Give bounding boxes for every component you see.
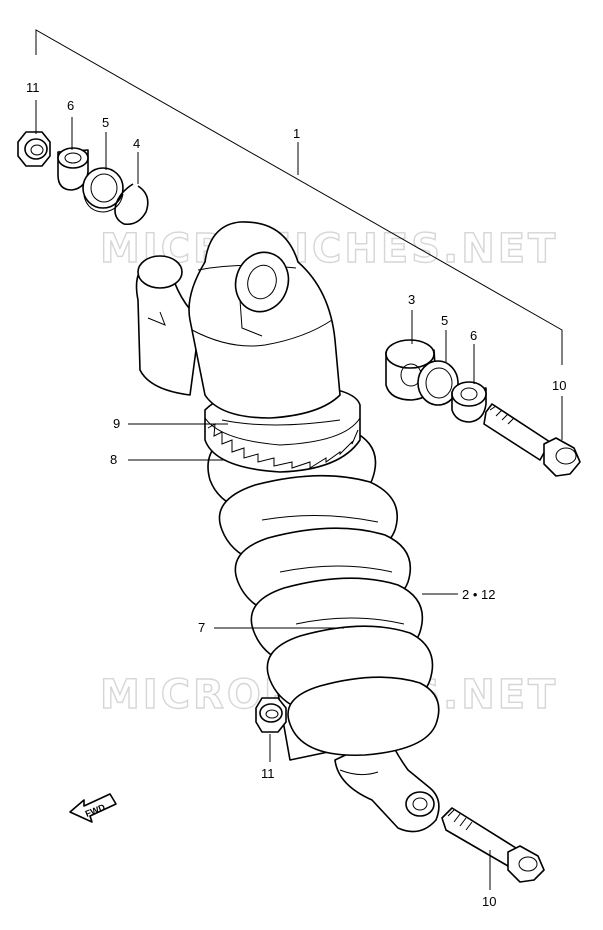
part-10-bolt-bottom <box>441 807 545 883</box>
callout-11-bottom: 11 <box>261 766 275 781</box>
callout-6-top: 6 <box>67 98 74 113</box>
part-11-nut-bottom <box>255 697 287 733</box>
callout-10-bottom: 10 <box>482 894 496 909</box>
assembly-bracket <box>35 29 563 365</box>
callout-2-12: 2 • 12 <box>462 587 495 602</box>
top-mount <box>188 221 341 419</box>
part-4-circlip <box>114 183 149 226</box>
callout-labels: 1 11 6 5 4 3 5 6 10 9 8 2 • 12 7 11 10 <box>26 80 566 909</box>
callout-6-right: 6 <box>470 328 477 343</box>
shock-absorber <box>135 221 440 833</box>
callout-9: 9 <box>113 416 120 431</box>
callout-1: 1 <box>293 126 300 141</box>
callout-5-top: 5 <box>102 115 109 130</box>
part-6-bushing-top <box>57 147 89 191</box>
callout-5-right: 5 <box>441 313 448 328</box>
callout-3: 3 <box>408 292 415 307</box>
callout-11-top: 11 <box>26 80 40 95</box>
part-6-bushing-right <box>451 381 487 423</box>
part-10-bolt-right <box>483 403 581 477</box>
part-5-ring-top <box>82 167 124 213</box>
part-11-nut-top <box>17 131 51 167</box>
callout-7: 7 <box>198 620 205 635</box>
part-5-ring-right <box>417 360 459 406</box>
callout-4: 4 <box>133 136 140 151</box>
callout-10-right: 10 <box>552 378 566 393</box>
leader-lines <box>35 100 563 890</box>
callout-8: 8 <box>110 452 117 467</box>
forward-arrow-icon: FWD <box>69 793 117 823</box>
